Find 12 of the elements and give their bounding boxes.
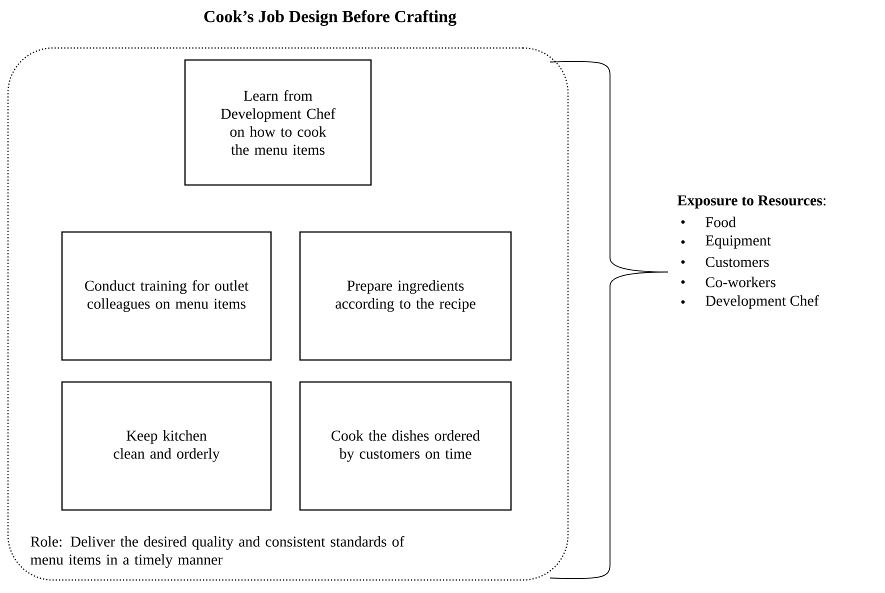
list-item: Equipment — [706, 235, 771, 249]
task-box: Prepare ingredients according to the recipe — [299, 231, 512, 361]
list-item: Development Chef — [706, 295, 819, 309]
task-box: Conduct training for outlet colleagues on menu items — [61, 231, 272, 361]
task-box: Learn from Development Chef on how to cook the menu items — [184, 59, 372, 186]
list-item: Co-workers — [706, 276, 776, 288]
list-heading: Exposure to Resources: — [677, 196, 826, 208]
task-box: Keep kitchen clean and orderly — [61, 381, 272, 511]
list-item: Customers — [706, 256, 769, 268]
list-item: Food — [706, 216, 736, 228]
title: Cook’s Job Design Before Crafting — [204, 10, 456, 26]
task-box: Cook the dishes ordered by customers on time — [299, 381, 512, 511]
